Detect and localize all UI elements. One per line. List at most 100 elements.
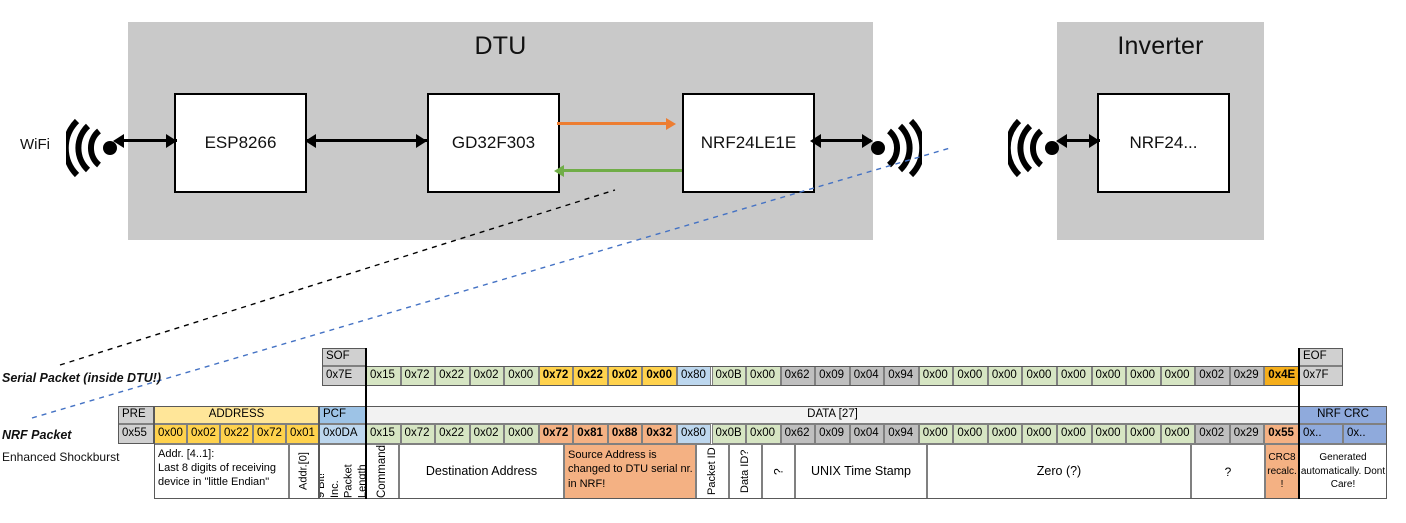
serial-byte-24: 0x02	[1195, 366, 1230, 386]
inverter-antenna-link	[1060, 139, 1100, 142]
serial-byte-25: 0x29	[1229, 366, 1265, 386]
gd32-nrf-orange-arrow	[666, 118, 676, 130]
serial-byte-11: 0x00	[746, 366, 781, 386]
sof-nrf-connector	[365, 348, 367, 499]
serial-byte-22: 0x00	[1126, 366, 1161, 386]
nrf-byte-14: 0x04	[849, 424, 885, 444]
inverter-rf-antenna-icon	[1004, 118, 1064, 178]
nrf-byte-18: 0x00	[987, 424, 1023, 444]
chip-gd32f303: GD32F303	[427, 93, 560, 193]
annotation-packet-id: Packet ID	[696, 444, 729, 499]
annotation-unix-timestamp: UNIX Time Stamp	[795, 444, 927, 499]
nrf-address-header: ADDRESS	[154, 406, 319, 424]
gd32-nrf-orange-link	[557, 122, 672, 125]
annotation-source: Source Address is changed to DTU serial …	[564, 444, 696, 499]
inverter-antenna-arrow-left	[1056, 134, 1067, 148]
annotation-unknown-2: ?	[1191, 444, 1265, 499]
serial-byte-8: 0x00	[642, 366, 677, 386]
serial-byte-12: 0x62	[780, 366, 816, 386]
serial-eof-header: EOF	[1299, 348, 1343, 366]
serial-byte-17: 0x00	[953, 366, 988, 386]
serial-byte-18: 0x00	[987, 366, 1023, 386]
nrf-byte-19: 0x00	[1022, 424, 1057, 444]
dtu-title: DTU	[474, 32, 527, 60]
nrf-pcf-value: 0x0DA	[319, 424, 366, 444]
nrf-byte-26: 0x55	[1264, 424, 1299, 444]
annotation-crc8: CRC8 recalc. !	[1265, 444, 1299, 499]
chip-inverter-nrf24-label: NRF24...	[1129, 133, 1198, 152]
nrf-byte-13: 0x09	[815, 424, 850, 444]
serial-byte-2: 0x22	[435, 366, 470, 386]
annotation-unknown-1: ?	[762, 444, 795, 499]
chip-esp8266-label: ESP8266	[204, 133, 277, 152]
serial-byte-23: 0x00	[1160, 366, 1196, 386]
nrf-byte-12: 0x62	[780, 424, 816, 444]
nrf-byte-22: 0x00	[1126, 424, 1161, 444]
nrf-gd32-green-link	[562, 169, 682, 172]
esp-gd32-arrow-left	[305, 134, 316, 148]
wifi-esp-arrow-left	[113, 134, 124, 148]
nrf-pre-header: PRE	[118, 406, 154, 424]
serial-byte-7: 0x02	[607, 366, 643, 386]
serial-byte-19: 0x00	[1022, 366, 1057, 386]
nrf-byte-5: 0x72	[538, 424, 574, 444]
serial-byte-13: 0x09	[815, 366, 850, 386]
nrf-antenna-arrow-right	[862, 134, 873, 148]
annotation-address-last: Addr.[0]	[289, 444, 319, 499]
inverter-antenna-arrow-right	[1089, 134, 1100, 148]
serial-byte-26: 0x4E	[1264, 366, 1299, 386]
serial-byte-14: 0x04	[849, 366, 885, 386]
nrf-address-byte-0: 0x00	[154, 424, 187, 444]
nrf-byte-24: 0x02	[1195, 424, 1230, 444]
serial-byte-4: 0x00	[504, 366, 539, 386]
annotation-zero: Zero (?)	[927, 444, 1191, 499]
nrf-byte-3: 0x02	[469, 424, 505, 444]
nrf-byte-23: 0x00	[1160, 424, 1196, 444]
serial-byte-9: 0x80	[676, 366, 712, 386]
serial-byte-6: 0x22	[573, 366, 608, 386]
serial-byte-20: 0x00	[1057, 366, 1092, 386]
serial-packet-label: Serial Packet (inside DTU!)	[2, 371, 162, 385]
serial-byte-5: 0x72	[538, 366, 574, 386]
nrf-pre-value: 0x55	[118, 424, 154, 444]
serial-byte-1: 0x72	[400, 366, 436, 386]
nrf-address-byte-3: 0x72	[253, 424, 286, 444]
block-diagram: DTU Inverter WiFi ESP8266 GD32F303 NRF24…	[20, 22, 1264, 240]
esp-gd32-arrow-right	[416, 134, 427, 148]
chip-esp8266: ESP8266	[174, 93, 307, 193]
annotation-destination: Destination Address	[399, 444, 564, 499]
wifi-esp-arrow-right	[166, 134, 177, 148]
nrf-byte-20: 0x00	[1057, 424, 1092, 444]
annotation-data-id: Data ID?	[729, 444, 762, 499]
chip-inverter-nrf24: NRF24...	[1097, 93, 1230, 193]
annotation-nrf-crc: Generated automatically. Dont Care!	[1299, 444, 1387, 499]
chip-nrf24le1e-label: NRF24LE1E	[700, 133, 797, 152]
nrf-byte-1: 0x72	[400, 424, 436, 444]
annotation-address: Addr. [4..1]: Last 8 digits of receiving…	[154, 444, 289, 499]
nrf-byte-2: 0x22	[435, 424, 470, 444]
nrf-antenna-arrow-left	[810, 134, 821, 148]
serial-sof-header: SOF	[322, 348, 366, 366]
nrf-byte-10: 0x0B	[711, 424, 747, 444]
nrf-byte-16: 0x00	[918, 424, 954, 444]
serial-eof-value: 0x7F	[1299, 366, 1343, 386]
serial-byte-3: 0x02	[469, 366, 505, 386]
eof-nrf-connector	[1298, 348, 1300, 499]
serial-sof-value: 0x7E	[322, 366, 366, 386]
nrf-byte-11: 0x00	[746, 424, 781, 444]
nrf-gd32-green-arrow	[554, 165, 564, 177]
inverter-title: Inverter	[1117, 32, 1204, 60]
nrf-address-byte-4: 0x01	[286, 424, 319, 444]
nrf-antenna-link	[813, 139, 871, 142]
annotation-command: Command	[366, 444, 399, 499]
packet-tables: Serial Packet (inside DTU!) NRF Packet E…	[0, 340, 1406, 523]
nrf-byte-9: 0x80	[676, 424, 712, 444]
serial-byte-21: 0x00	[1091, 366, 1127, 386]
chip-nrf24le1e: NRF24LE1E	[682, 93, 815, 193]
nrf-data-header: DATA [27]	[366, 406, 1299, 424]
nrf-byte-7: 0x88	[607, 424, 643, 444]
nrf-packet-sublabel: Enhanced Shockburst	[2, 450, 120, 464]
nrf-packet-label: NRF Packet	[2, 428, 72, 442]
nrf-pcf-header: PCF	[319, 406, 366, 424]
annotation-pcf: 9 Bit! Inc. Packet Length	[319, 444, 366, 499]
